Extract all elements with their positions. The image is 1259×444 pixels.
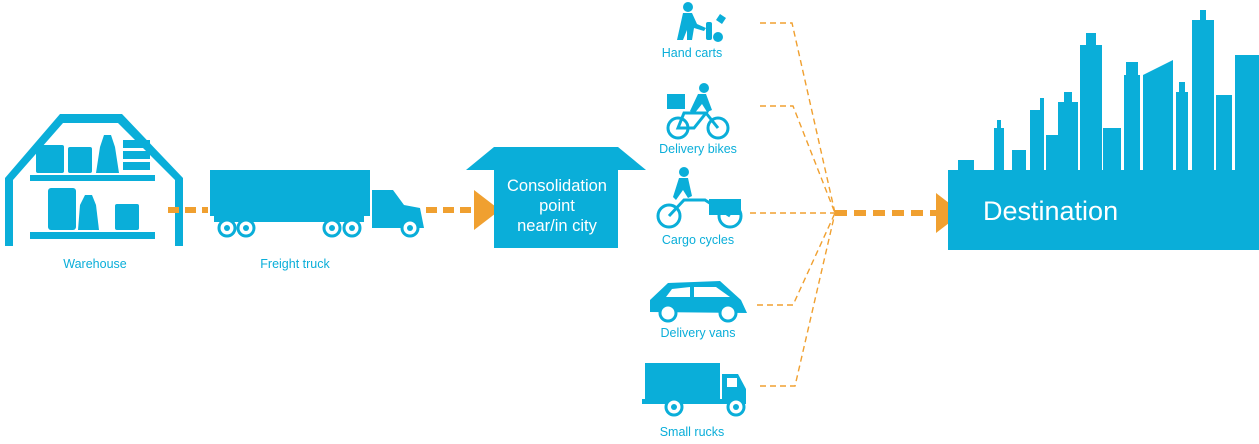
freight-truck-icon	[210, 170, 424, 238]
city-skyline-icon	[948, 10, 1259, 250]
arrow-truck-to-consolidation	[426, 190, 500, 230]
consolidation-point-label: Consolidation point near/in city	[497, 176, 617, 236]
cargo-cycle-icon	[656, 167, 743, 229]
distribution-lines	[750, 22, 836, 387]
arrow-to-destination	[835, 193, 962, 233]
small-truck-icon	[642, 363, 746, 417]
consolidation-line-2: point	[539, 197, 575, 215]
freight-truck-label: Freight truck	[260, 257, 330, 271]
destination-label: Destination	[983, 196, 1119, 226]
van-icon	[650, 281, 747, 323]
warehouse-label: Warehouse	[63, 257, 127, 271]
mode-label-small-trucks: Small rucks	[659, 425, 725, 439]
mode-label-cargo-cycles: Cargo cycles	[661, 233, 735, 247]
mode-label-delivery-bikes: Delivery bikes	[659, 142, 737, 156]
consolidation-line-1: Consolidation	[507, 177, 607, 195]
mode-label-hand-carts: Hand carts	[661, 46, 723, 60]
hand-cart-icon	[677, 2, 726, 42]
warehouse-icon	[5, 114, 183, 246]
bicycle-icon	[666, 83, 730, 140]
consolidation-point-building	[466, 147, 646, 248]
consolidation-line-3: near/in city	[517, 217, 597, 235]
mode-label-delivery-vans: Delivery vans	[660, 326, 736, 340]
